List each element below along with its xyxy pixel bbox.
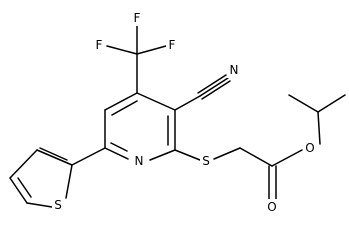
bond-o-ch — [317, 111, 321, 145]
bond-th-c4-c5 — [9, 177, 28, 204]
bond-ch-ch3-right — [317, 94, 346, 113]
svg-text:F: F — [169, 38, 176, 52]
bond-c6-thiophene — [71, 147, 106, 166]
atom-s-thioether: S — [200, 153, 213, 169]
svg-text:S: S — [54, 198, 62, 212]
svg-text:N: N — [135, 154, 144, 168]
atom-s-thiophene: S — [52, 197, 65, 213]
bond-cn-triple-center — [199, 77, 229, 97]
bond-cco-o-ester — [271, 149, 303, 167]
atom-n-nitrile: N — [227, 62, 241, 78]
bond-ch2-cco — [239, 147, 273, 167]
bond-c3-cn — [174, 95, 201, 111]
bond-c5-c4 — [104, 92, 138, 111]
svg-text:F: F — [134, 11, 141, 25]
atom-f-top: F — [131, 10, 143, 26]
bond-cn-triple-upper — [197, 74, 227, 94]
atom-o-ester: O — [304, 140, 317, 156]
atom-o-carbonyl: O — [266, 199, 279, 215]
structure-diagram: F F F N N S S O O — [9, 10, 346, 215]
bond-c5-c4-inner — [111, 100, 138, 116]
bond-n1-c6-inner — [110, 142, 128, 152]
svg-text:F: F — [96, 38, 103, 52]
bond-th-c2-c3 — [36, 149, 73, 166]
svg-text:O: O — [267, 200, 276, 214]
svg-text:O: O — [305, 141, 314, 155]
bond-th-c5-s — [26, 202, 53, 208]
atom-f-left: F — [93, 37, 105, 53]
bond-th-c4-c5-inner — [17, 177, 32, 198]
atom-f-right: F — [166, 37, 178, 53]
bond-ch-ch3-left — [288, 94, 319, 113]
bond-cn-triple-lower — [201, 80, 231, 100]
bond-c2-s — [174, 149, 201, 161]
svg-text:S: S — [202, 154, 210, 168]
bond-cf3-f-left — [106, 45, 138, 55]
bond-c2-n1 — [149, 149, 176, 161]
bond-n1-c6 — [104, 147, 129, 160]
bond-cf3-f-right — [136, 45, 167, 55]
atom-n-pyridine: N — [132, 153, 146, 169]
bond-c4-c3 — [136, 92, 176, 111]
svg-text:N: N — [230, 63, 239, 77]
bond-th-c2-c3-inner — [39, 147, 68, 161]
molecule-canvas: F F F N N S S O O — [9, 10, 346, 215]
bond-s-ch2 — [213, 147, 241, 160]
bond-th-s-c2 — [65, 164, 73, 199]
bond-th-c3-c4 — [9, 149, 38, 179]
